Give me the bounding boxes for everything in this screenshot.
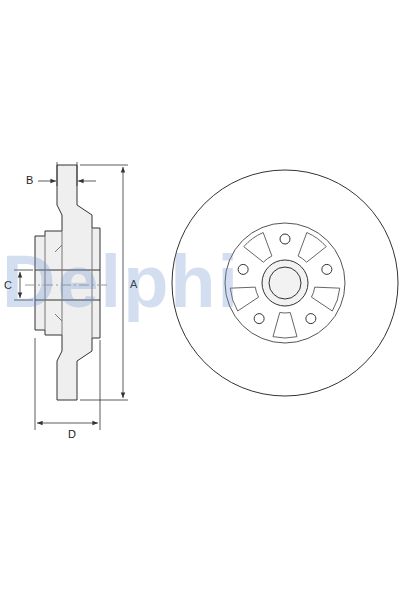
hat-cutout (298, 233, 326, 263)
hat-cutout (311, 287, 339, 311)
bolt-hole (322, 264, 332, 274)
dimension-letter: B (24, 174, 35, 187)
bolt-hole (254, 314, 264, 324)
dimension-letter: D (66, 428, 78, 441)
bolt-hole (306, 314, 316, 324)
dimension-d (35, 338, 100, 430)
hat-cutout (273, 313, 297, 338)
watermark: Delphi (2, 245, 240, 319)
dimension-b (38, 162, 96, 186)
bolt-hole (280, 234, 290, 244)
hat-cutout (244, 233, 272, 263)
